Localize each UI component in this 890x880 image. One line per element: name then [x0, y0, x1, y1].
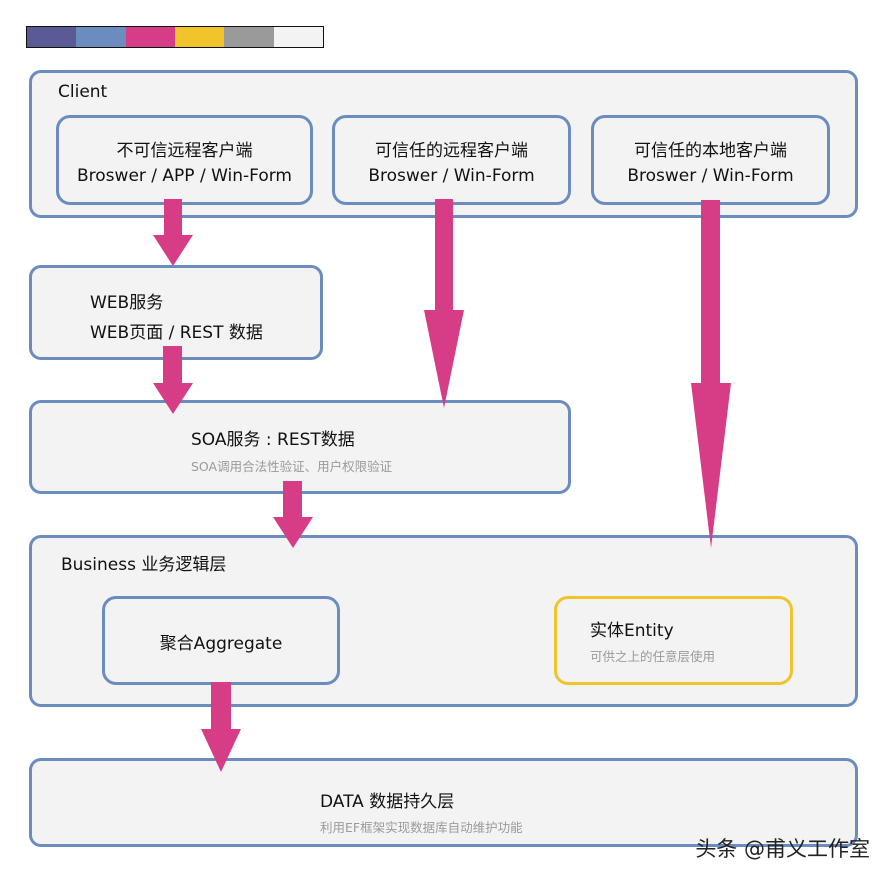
client-label: Client	[58, 82, 108, 102]
untrusted-remote-client-subtitle: Broswer / APP / Win-Form	[77, 166, 292, 186]
trusted-remote-client-subtitle: Broswer / Win-Form	[368, 166, 535, 186]
soa-service-box: SOA服务 : REST数据 SOA调用合法性验证、用户权限验证	[29, 400, 571, 494]
entity-note: 可供之上的任意层使用	[590, 649, 716, 664]
untrusted-remote-client-title: 不可信远程客户端	[116, 141, 253, 161]
trusted-remote-client-box: 可信任的远程客户端 Broswer / Win-Form	[332, 115, 571, 205]
trusted-local-client-title: 可信任的本地客户端	[634, 141, 787, 161]
swatch-purple	[27, 27, 77, 47]
swatch-gray	[224, 27, 274, 47]
trusted-local-client-subtitle: Broswer / Win-Form	[627, 166, 794, 186]
aggregate-title: 聚合Aggregate	[159, 634, 283, 654]
swatch-magenta	[125, 27, 175, 47]
swatch-blue	[76, 27, 126, 47]
entity-box: 实体Entity 可供之上的任意层使用	[554, 596, 793, 685]
swatch-yellow	[174, 27, 225, 47]
data-layer-title: DATA 数据持久层	[320, 792, 455, 812]
swatch-light-gray	[273, 27, 323, 47]
arrow-trusted-local-to-business	[691, 200, 731, 548]
business-label: Business 业务逻辑层	[61, 555, 227, 575]
web-service-subtitle: WEB页面 / REST 数据	[90, 323, 263, 343]
trusted-remote-client-title: 可信任的远程客户端	[375, 141, 528, 161]
color-palette	[26, 26, 324, 48]
data-layer-note: 利用EF框架实现数据库自动维护功能	[320, 820, 523, 835]
web-service-title: WEB服务	[90, 293, 164, 313]
arrow-trusted-remote-to-soa	[424, 199, 464, 408]
data-layer-box: DATA 数据持久层 利用EF框架实现数据库自动维护功能	[29, 758, 858, 847]
aggregate-box: 聚合Aggregate	[102, 596, 340, 685]
soa-service-note: SOA调用合法性验证、用户权限验证	[191, 459, 393, 474]
watermark: 头条 @甫义工作室	[695, 837, 870, 861]
web-service-box: WEB服务 WEB页面 / REST 数据	[29, 265, 323, 360]
trusted-local-client-box: 可信任的本地客户端 Broswer / Win-Form	[591, 115, 830, 205]
entity-title: 实体Entity	[590, 621, 674, 641]
untrusted-remote-client-box: 不可信远程客户端 Broswer / APP / Win-Form	[56, 115, 313, 205]
soa-service-title: SOA服务 : REST数据	[191, 430, 355, 450]
